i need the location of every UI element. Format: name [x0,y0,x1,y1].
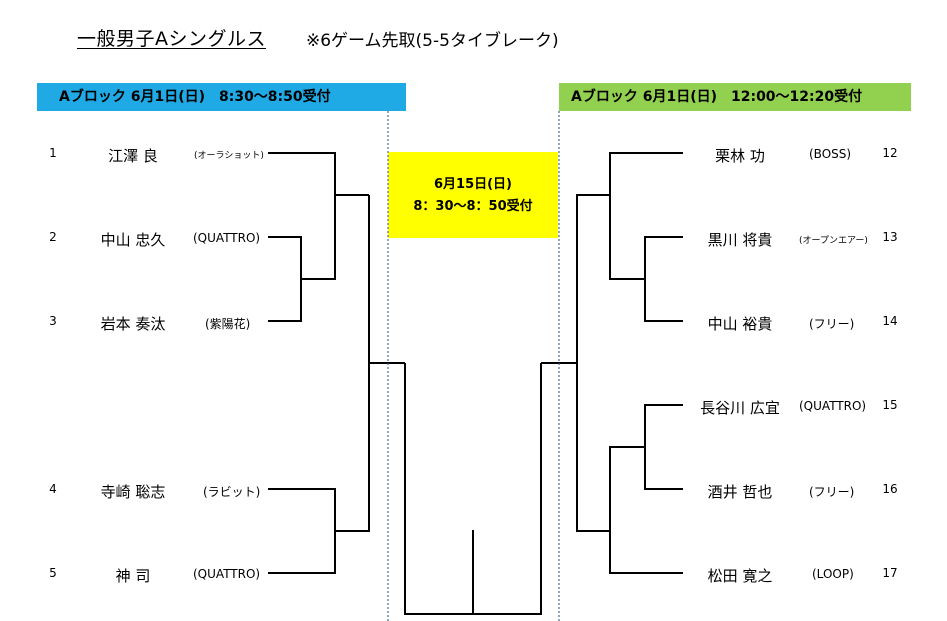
player-name: 岩本 奏汰 [100,315,166,333]
player-name: 黒川 将貴 [707,231,773,249]
player-club: (フリー) [809,485,855,499]
player-name: 長谷川 広宜 [700,399,780,417]
player-name: 中山 裕貴 [707,315,773,333]
player-club: (QUATTRO) [193,231,261,245]
seed-number: 4 [49,482,57,496]
right-block-header: Aブロック 6月1日(日) 12:00〜12:20受付 [559,83,911,111]
player-club: (LOOP) [812,567,854,581]
bracket-line [609,152,683,280]
bracket-line [576,363,610,532]
player-club: (フリー) [809,317,855,331]
seed-number: 5 [49,566,57,580]
bracket-line [609,446,683,574]
bracket-line [268,488,336,574]
player-club: (BOSS) [809,147,852,161]
bracket-line [301,194,369,280]
seed-number: 14 [882,314,898,328]
final-info-box: 6月15日(日) 8：30〜8：50受付 [388,152,558,238]
player-club: (QUATTRO) [799,399,867,413]
bracket-line [644,236,683,322]
bracket-line [268,236,302,322]
player-club: (紫陽花) [205,317,251,331]
final-date: 6月15日(日) [433,177,513,192]
page-subtitle: ※6ゲーム先取(5-5タイブレーク) [306,31,559,51]
player-club: (QUATTRO) [193,567,261,581]
final-time: 8：30〜8：50受付 [413,199,533,214]
seed-number: 13 [882,230,898,244]
player-name: 栗林 功 [715,147,765,165]
left-block-header: Aブロック 6月1日(日) 8:30〜8:50受付 [37,83,406,111]
player-name: 寺崎 聡志 [100,483,166,501]
seed-number: 1 [49,146,57,160]
player-club: (ラビット) [203,485,261,499]
seed-number: 16 [882,482,898,496]
bracket-line [541,194,610,364]
seed-number: 12 [882,146,898,160]
seed-number: 15 [882,398,898,412]
seed-number: 3 [49,314,57,328]
seed-number: 17 [882,566,898,580]
bracket-line [268,152,336,195]
player-name: 神 司 [115,567,151,585]
player-club: (オーラショット) [194,151,264,161]
player-name: 松田 寛之 [707,567,773,585]
bracket-line [335,362,405,532]
seed-number: 2 [49,230,57,244]
player-club: (オープンエアー) [799,236,868,246]
page-title: 一般男子Aシングルス [77,28,266,50]
bracket-line [644,404,683,490]
player-name: 酒井 哲也 [707,483,773,501]
player-name: 中山 忠久 [100,231,166,249]
player-name: 江澤 良 [108,147,158,165]
